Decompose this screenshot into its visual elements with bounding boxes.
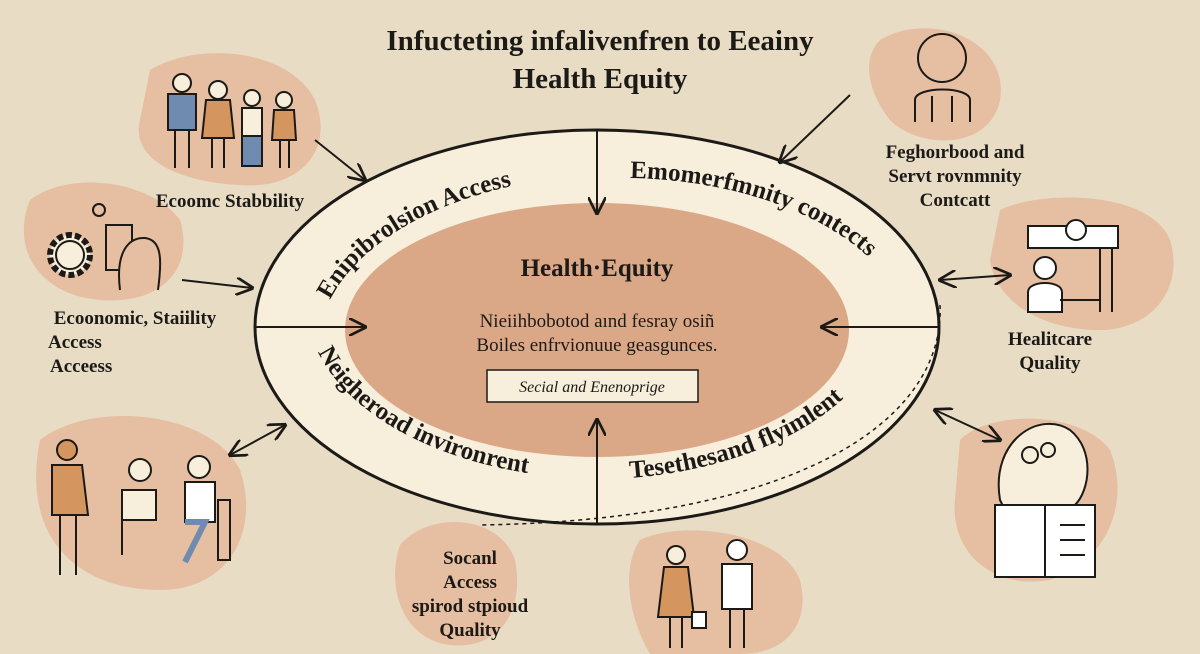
label-economic-line-3: Acceess	[50, 356, 113, 377]
title-line-1: Infucteting infalivenfren to Eeainy	[386, 25, 814, 57]
dashed-arc	[479, 304, 941, 526]
gear-person-icon	[47, 203, 162, 291]
diagram-title: Infucteting infalivenfren to Eeainy Heal…	[0, 22, 1200, 98]
label-neighborhood-line-1: Feghoırbood and	[885, 142, 1025, 163]
title-line-2: Health Equity	[512, 63, 688, 95]
label-neighborhood: Feghoırbood and Servt rovnmnity Contcatt	[860, 141, 1050, 213]
center-heading: Health·Equity	[521, 255, 674, 282]
label-healthcare-line-1: Healitcare	[1007, 329, 1093, 350]
doctor-desk-icon	[1027, 219, 1119, 313]
caregiver-icon	[51, 439, 231, 575]
family-icon	[167, 73, 298, 168]
label-healthcare-line-2: Quality	[1019, 353, 1081, 374]
center-body-line-2: Boiles enfrvionuue geasgunces.	[476, 335, 717, 356]
label-social-line-4: Quality	[439, 620, 501, 641]
couple-icon	[656, 539, 753, 648]
person-icon	[914, 33, 971, 122]
center-box-label: Secial and Enenoprige	[519, 379, 665, 396]
label-social-line-1: Socanl	[443, 548, 497, 569]
connector-arrows	[181, 94, 1010, 455]
center-body-line-1: Nieiihbobotod aınd fesray osiñ	[480, 311, 715, 332]
label-economic-line-1: Ecoonomic, Staiility	[53, 308, 217, 329]
label-healthcare: Healitcare Quality	[990, 328, 1110, 376]
head-book-icon	[994, 422, 1096, 578]
center-box	[486, 369, 699, 403]
label-neighborhood-line-3: Contcatt	[919, 190, 991, 211]
label-social-line-3: spirod stpioud	[411, 596, 529, 617]
label-neighborhood-line-2: Servt rovnmnity	[888, 166, 1022, 187]
label-economic-line-2: Access	[48, 332, 102, 353]
label-family: Ecoomc Stabbility	[155, 191, 305, 212]
label-economic: Ecoonomic, Staiility Access Acceess	[20, 307, 250, 379]
label-social-line-2: Access	[443, 572, 497, 593]
label-social: Socanl Access spirod stpioud Quality	[370, 547, 570, 643]
health-equity-core	[345, 203, 849, 457]
